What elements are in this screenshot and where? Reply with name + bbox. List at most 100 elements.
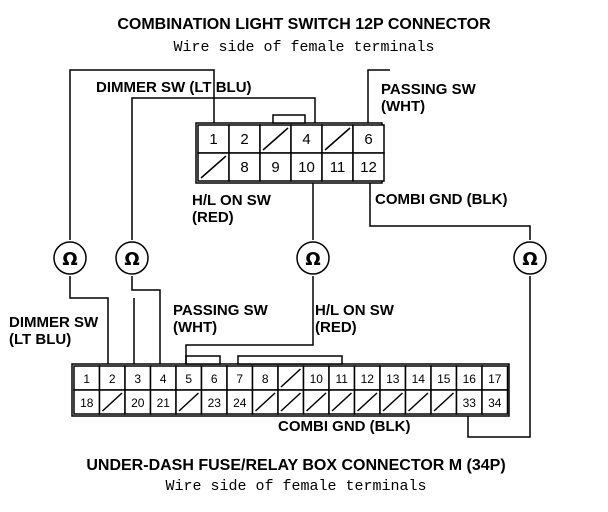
- passing-sw-bottom-label: PASSING SW: [173, 302, 269, 319]
- bottom-connector-pin-label: 11: [336, 372, 349, 386]
- passing-sw-top-label: PASSING SW: [381, 81, 477, 98]
- bottom-connector-pin-label: 2: [109, 372, 116, 386]
- bottom-connector-cell: [149, 389, 177, 415]
- dimmer-wire-top: [131, 97, 316, 240]
- top-connector-cell: [259, 152, 292, 182]
- bottom-connector-tab-left: [185, 355, 221, 365]
- top-connector-cell: [352, 152, 385, 182]
- svg-text:Ω: Ω: [305, 249, 320, 270]
- hl-on-sw-top-label: H/L ON SW: [192, 192, 272, 209]
- bottom-connector-cell: [379, 365, 407, 391]
- bottom-connector-pin-label: 20: [131, 396, 145, 410]
- top-connector-pin-label: 4: [302, 131, 310, 148]
- bottom-connector-pin-label: 6: [211, 372, 218, 386]
- dimmer-wire-bottom: [131, 276, 161, 364]
- dimmer-sw-bottom-color: (LT BLU): [9, 331, 71, 348]
- top-connector-pin-label: 8: [240, 159, 248, 176]
- passing-sw-bottom-color: (WHT): [173, 319, 217, 336]
- bottom-connector-cell: [73, 365, 101, 391]
- top-connector-pin-label: 11: [330, 159, 346, 176]
- bottom-connector-pin-label: 18: [80, 396, 94, 410]
- bottom-connector-subtitle: Wire side of female terminals: [165, 478, 426, 495]
- bottom-connector-pin-label: 8: [262, 372, 269, 386]
- combi-gnd-wire-top: [369, 183, 531, 240]
- top-connector-empty-cavity: [200, 155, 227, 179]
- bottom-connector-pin-label: 24: [233, 396, 247, 410]
- bottom-connector-pin-label: 1: [83, 372, 90, 386]
- top-connector-cell: [290, 152, 323, 182]
- bottom-connector-cell: [481, 389, 509, 415]
- top-connector-pin-label: 9: [271, 159, 279, 176]
- bottom-connector-pin-label: 15: [437, 372, 451, 386]
- ohmmeter-icon: Ω: [296, 241, 330, 275]
- bottom-connector-cell: [481, 365, 509, 391]
- bottom-connector-cell: [302, 365, 330, 391]
- ohmmeter-icon: Ω: [513, 241, 547, 275]
- bottom-connector-cell: [124, 365, 152, 391]
- svg-text:Ω: Ω: [124, 249, 139, 270]
- top-connector-empty-cavity: [262, 127, 289, 151]
- outer-left-wire-top: [69, 69, 215, 240]
- combi-gnd-top-label: COMBI GND (BLK): [375, 191, 507, 208]
- bottom-connector-cell: [175, 365, 203, 391]
- bottom-connector-pin-label: 23: [208, 396, 222, 410]
- bottom-connector-empty-cavity: [280, 368, 302, 388]
- dimmer-sw-top-label: DIMMER SW (LT BLU): [96, 79, 252, 96]
- passing-sw-top-color: (WHT): [381, 98, 425, 115]
- bottom-connector-pin-label: 17: [488, 372, 502, 386]
- bottom-connector-empty-cavity: [305, 392, 327, 412]
- bottom-connector-pin-label: 14: [412, 372, 426, 386]
- bottom-connector-tab-center: [237, 355, 343, 365]
- bottom-connector-empty-cavity: [178, 392, 200, 412]
- ohmmeters: Ω Ω Ω Ω: [53, 241, 547, 275]
- bottom-connector-pin-label: 7: [236, 372, 243, 386]
- hl-on-sw-bottom-color: (RED): [315, 319, 357, 336]
- hl-wire-bottom: [185, 276, 314, 364]
- bottom-connector-empty-cavity: [382, 392, 404, 412]
- bottom-connector-cell: [226, 365, 254, 391]
- outer-left-wire-bottom: [69, 276, 109, 364]
- top-connector-subtitle: Wire side of female terminals: [173, 39, 434, 56]
- ohmmeter-icon: Ω: [115, 241, 149, 275]
- combi-gnd-wire-bottom: [467, 276, 531, 438]
- bottom-connector-pin-label: 3: [134, 372, 141, 386]
- top-connector-pin-label: 12: [360, 159, 377, 176]
- top-connector-title: COMBINATION LIGHT SWITCH 12P CONNECTOR: [117, 16, 491, 33]
- hl-on-sw-top-color: (RED): [192, 209, 234, 226]
- bottom-connector-pin-label: 10: [310, 372, 324, 386]
- combi-gnd-bottom-label: COMBI GND (BLK): [278, 418, 410, 435]
- bottom-connector-pin-label: 21: [157, 396, 171, 410]
- bottom-connector-empty-cavity: [280, 392, 302, 412]
- top-connector-empty-cavity: [324, 127, 351, 151]
- ohmmeter-icon: Ω: [53, 241, 87, 275]
- bottom-connector-pin-label: 12: [361, 372, 375, 386]
- bottom-connector-empty-cavity: [407, 392, 429, 412]
- bottom-connector-pin-label: 34: [488, 396, 502, 410]
- top-connector-pin-label: 1: [209, 131, 217, 148]
- top-connector-pin-label: 6: [364, 131, 372, 148]
- bottom-connector-empty-cavity: [101, 392, 123, 412]
- bottom-connector-title: UNDER-DASH FUSE/RELAY BOX CONNECTOR M (3…: [86, 457, 505, 474]
- top-connector-lock-tab: [272, 114, 306, 124]
- hl-on-sw-bottom-label: H/L ON SW: [315, 302, 395, 319]
- bottom-connector-cell: [404, 365, 432, 391]
- bottom-connector-pin-label: 16: [463, 372, 477, 386]
- bottom-connector-empty-cavity: [254, 392, 276, 412]
- svg-text:Ω: Ω: [522, 249, 537, 270]
- passing-wire-top: [367, 69, 390, 123]
- top-connector-cell: [321, 152, 354, 182]
- dimmer-sw-bottom-label: DIMMER SW: [9, 314, 99, 331]
- top-connector-pin-label: 10: [298, 159, 315, 176]
- bottom-connector-pin-label: 13: [386, 372, 400, 386]
- bottom-connector-empty-cavity: [331, 392, 353, 412]
- bottom-connector-pin-label: 33: [463, 396, 477, 410]
- bottom-connector-empty-cavity: [356, 392, 378, 412]
- top-connector-cell: [352, 124, 385, 154]
- bottom-connector-cell: [226, 389, 254, 415]
- wires: [69, 69, 531, 438]
